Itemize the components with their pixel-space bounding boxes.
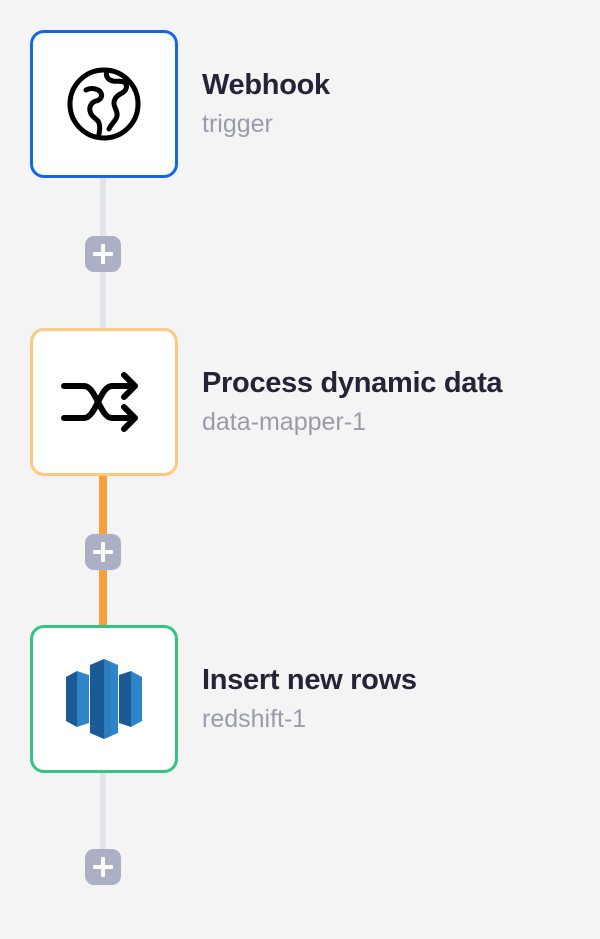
node-label-group: Insert new rows redshift-1 — [202, 664, 417, 734]
node-title: Insert new rows — [202, 663, 417, 696]
add-step-button-3[interactable] — [85, 849, 121, 885]
add-step-button-2[interactable] — [85, 534, 121, 570]
node-label-group: Process dynamic data data-mapper-1 — [202, 366, 503, 437]
node-subtitle: trigger — [202, 110, 273, 139]
connector-redshift-to-end — [100, 771, 106, 851]
workflow-node-webhook[interactable]: Webhook trigger — [30, 30, 330, 178]
workflow-node-data-mapper[interactable]: Process dynamic data data-mapper-1 — [30, 328, 503, 476]
workflow-node-redshift[interactable]: Insert new rows redshift-1 — [30, 625, 417, 773]
node-title: Webhook — [202, 68, 330, 101]
node-icon-card-data-mapper[interactable] — [30, 328, 178, 476]
plus-icon-vertical-bar — [101, 244, 105, 264]
node-icon-card-webhook[interactable] — [30, 30, 178, 178]
node-title: Process dynamic data — [202, 366, 503, 399]
globe-icon — [67, 67, 141, 141]
plus-icon-vertical-bar — [101, 542, 105, 562]
aws-redshift-icon — [66, 659, 142, 739]
shuffle-icon — [61, 372, 138, 432]
plus-icon-vertical-bar — [101, 857, 105, 877]
node-icon-card-redshift[interactable] — [30, 625, 178, 773]
node-subtitle: redshift-1 — [202, 705, 307, 734]
node-subtitle: data-mapper-1 — [202, 408, 366, 437]
node-label-group: Webhook trigger — [202, 69, 330, 139]
add-step-button-1[interactable] — [85, 236, 121, 272]
